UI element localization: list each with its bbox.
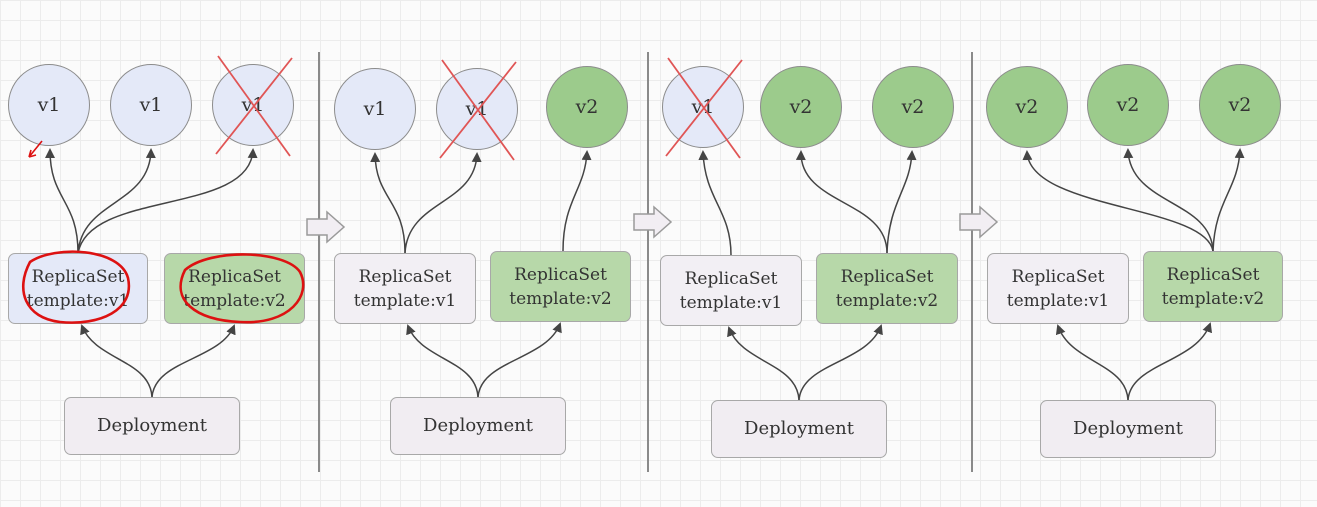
replicaset-v1-p2: ReplicaSet template:v1 (334, 253, 476, 324)
replicaset-name: ReplicaSet (684, 268, 778, 289)
pod-p2-3: v2 (546, 66, 628, 148)
connector-arrow (795, 150, 888, 254)
connector-arrow (562, 150, 592, 252)
deployment-label: Deployment (1073, 418, 1183, 439)
deleted-cross-icon (665, 57, 743, 159)
panel-divider (971, 52, 973, 472)
deployment-p3: Deployment (711, 400, 887, 458)
replicaset-template: template:v1 (26, 290, 130, 311)
pod-p1-1: v1 (8, 64, 90, 146)
replicaset-name: ReplicaSet (514, 264, 607, 285)
replicaset-v1-p1: ReplicaSet template:v1 (8, 253, 148, 324)
pod-label: v2 (1228, 94, 1252, 116)
panel-divider (318, 52, 320, 472)
next-step-arrow-icon (633, 205, 673, 239)
replicaset-template: template:v1 (1006, 290, 1110, 311)
panel-divider (647, 52, 649, 472)
next-step-arrow-icon (959, 205, 999, 239)
replicaset-v2-p4: ReplicaSet template:v2 (1143, 251, 1283, 322)
replicaset-template: template:v1 (679, 292, 783, 313)
replicaset-template: template:v1 (353, 290, 457, 311)
pod-label: v2 (1015, 96, 1039, 118)
replicaset-v2-p1: ReplicaSet template:v2 (164, 253, 305, 324)
connector-arrow (1022, 150, 1214, 252)
pod-p4-2: v2 (1087, 64, 1169, 146)
replicaset-name: ReplicaSet (840, 266, 934, 287)
deployment-label: Deployment (97, 415, 207, 436)
connector-arrow (886, 150, 917, 254)
deployment-label: Deployment (744, 418, 854, 439)
connector-arrow (698, 150, 732, 256)
connector-arrow (404, 152, 482, 254)
cursor-icon (28, 140, 43, 158)
pod-p4-1: v2 (986, 66, 1068, 148)
hand-drawn-highlight (179, 253, 305, 324)
replicaset-template: template:v2 (183, 290, 286, 311)
connector-arrow (45, 148, 79, 254)
connector-arrow (1212, 148, 1245, 252)
replicaset-v2-p2: ReplicaSet template:v2 (490, 251, 631, 322)
replicaset-v1-p4: ReplicaSet template:v1 (987, 253, 1129, 324)
pod-p1-2: v1 (110, 64, 192, 146)
connector-arrow (77, 148, 258, 254)
pod-p4-3: v2 (1199, 64, 1281, 146)
pod-label: v2 (1116, 94, 1140, 116)
connector-arrow (151, 324, 236, 398)
replicaset-name: ReplicaSet (358, 266, 452, 287)
pod-p3-2: v2 (760, 66, 842, 148)
pod-label: v2 (901, 96, 925, 118)
connector-arrow (1055, 324, 1129, 401)
connector-arrow (370, 152, 406, 254)
replicaset-name: ReplicaSet (1011, 266, 1105, 287)
deleted-cross-icon (215, 55, 293, 157)
deployment-p1: Deployment (64, 397, 240, 455)
hand-drawn-highlight (21, 250, 131, 324)
replicaset-v2-p3: ReplicaSet template:v2 (816, 253, 958, 324)
replicaset-name: ReplicaSet (31, 266, 125, 287)
connector-arrow (798, 324, 883, 401)
connector-arrow (1127, 322, 1212, 401)
deployment-label: Deployment (423, 415, 533, 436)
replicaset-name: ReplicaSet (188, 266, 281, 287)
replicaset-template: template:v2 (835, 290, 939, 311)
pod-label: v1 (363, 98, 387, 120)
replicaset-template: template:v2 (509, 288, 612, 309)
connector-arrow (477, 322, 562, 398)
connector-arrow (80, 324, 153, 398)
replicaset-template: template:v2 (1161, 288, 1265, 309)
connector-arrow (1123, 148, 1214, 252)
deleted-cross-icon (439, 59, 517, 161)
connector-arrow (727, 326, 800, 401)
replicaset-name: ReplicaSet (1166, 264, 1260, 285)
deployment-p4: Deployment (1040, 400, 1216, 458)
pod-label: v2 (575, 96, 599, 118)
replicaset-v1-p3: ReplicaSet template:v1 (660, 255, 802, 326)
connector-arrow (406, 324, 479, 398)
pod-label: v1 (139, 94, 163, 116)
pod-p3-3: v2 (872, 66, 954, 148)
next-step-arrow-icon (306, 210, 346, 244)
pod-label: v2 (789, 96, 813, 118)
pod-label: v1 (37, 94, 61, 116)
deployment-p2: Deployment (390, 397, 566, 455)
connector-arrow (77, 148, 156, 254)
pod-p2-1: v1 (334, 68, 416, 150)
